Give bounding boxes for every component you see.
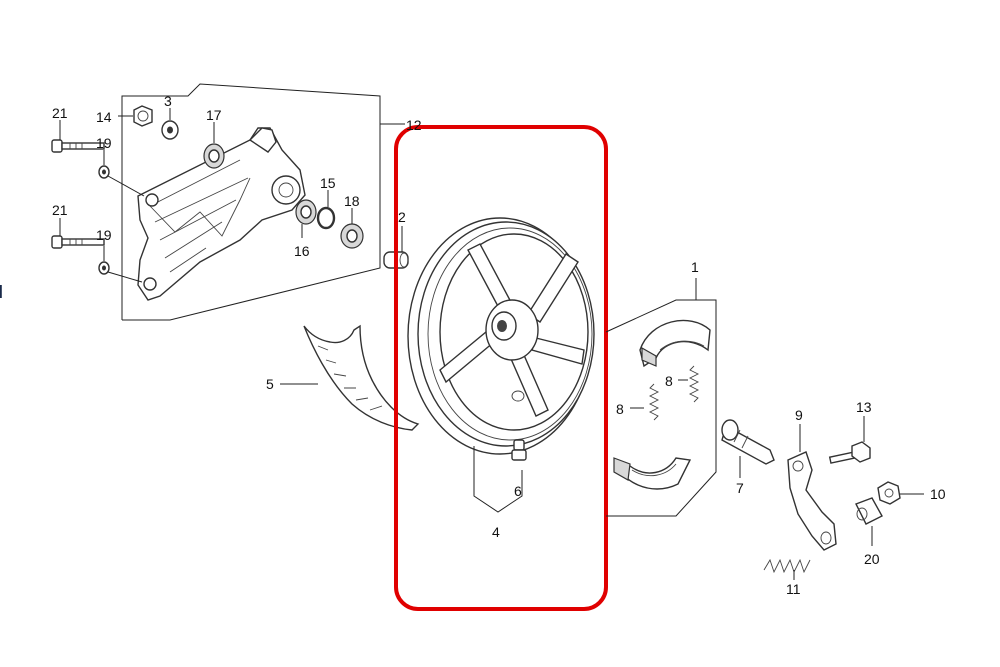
brake-arm-9 <box>787 451 837 551</box>
label-bearing-16: 16 <box>294 243 310 259</box>
swingarm-bracket-lines <box>121 83 405 321</box>
label-valve-6: 6 <box>514 483 522 499</box>
label-bolt-13: 13 <box>856 399 872 415</box>
washer-19-top <box>98 165 110 179</box>
mudguard-5 <box>303 324 420 431</box>
label-bolt-21-top: 21 <box>52 105 68 121</box>
label-washer-3: 3 <box>164 93 172 109</box>
spring-8-right <box>688 365 700 403</box>
label-cam-7: 7 <box>736 480 744 496</box>
label-seal-15: 15 <box>320 175 336 191</box>
label-wheel-4: 4 <box>492 524 500 540</box>
label-spring-8-left: 8 <box>616 401 624 417</box>
bearing-16 <box>295 199 317 225</box>
brake-cam-7 <box>721 419 775 465</box>
brake-bracket-lines <box>605 278 717 517</box>
valve-6 <box>511 439 527 461</box>
label-collar-18: 18 <box>344 193 360 209</box>
label-washer-19-top: 19 <box>96 135 112 151</box>
bearing-17 <box>203 143 225 169</box>
label-bearing-17: 17 <box>206 107 222 123</box>
washer-3 <box>161 120 179 140</box>
label-nut-10: 10 <box>930 486 946 502</box>
rear-wheel <box>407 217 595 455</box>
bolt-21-top <box>51 139 105 153</box>
spring-8-left <box>648 383 660 421</box>
label-arm-9: 9 <box>795 407 803 423</box>
nut-14 <box>133 105 153 127</box>
brake-shoe-bottom <box>613 457 692 490</box>
edge-mark: I <box>0 282 3 302</box>
label-collar-2: 2 <box>398 209 406 225</box>
label-mudguard-5: 5 <box>266 376 274 392</box>
label-bolt-21-bottom: 21 <box>52 202 68 218</box>
collar-18 <box>340 223 364 249</box>
swingarm <box>137 127 306 301</box>
brake-shoe-top <box>639 319 711 368</box>
label-spring-8-right: 8 <box>665 373 673 389</box>
label-swingarm-12: 12 <box>406 117 422 133</box>
seal-15 <box>316 206 336 230</box>
washer-19-bottom <box>98 261 110 275</box>
return-spring-11 <box>763 558 811 574</box>
joint-pin-20 <box>855 497 883 525</box>
label-spring-11: 11 <box>786 581 801 597</box>
nut-10 <box>877 481 901 505</box>
arm-bolt-13 <box>828 441 871 464</box>
label-pin-20: 20 <box>864 551 880 567</box>
label-washer-19-bottom: 19 <box>96 227 112 243</box>
label-nut-14: 14 <box>96 109 112 125</box>
bolt-21-bottom <box>51 235 105 249</box>
label-shoe-set-1: 1 <box>691 259 699 275</box>
highlight-box <box>394 125 608 611</box>
